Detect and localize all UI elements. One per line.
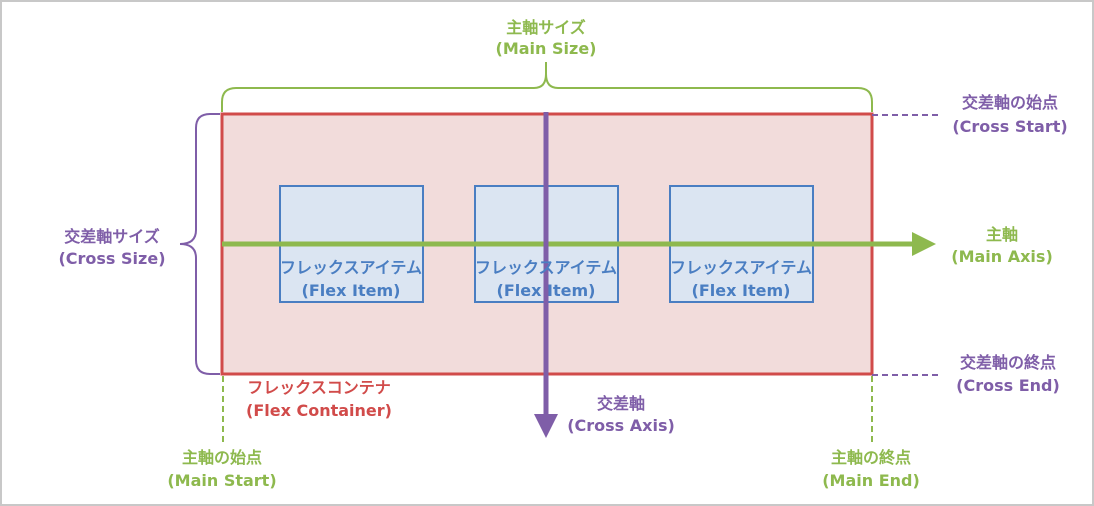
cross-axis-label: 交差軸 [597, 394, 645, 413]
flex-container-label: フレックスコンテナ [247, 378, 391, 397]
cross-start-label-en: (Cross Start) [952, 117, 1067, 136]
main-axis-label-en: (Main Axis) [951, 247, 1053, 266]
cross-axis-arrowhead [534, 414, 558, 438]
cross-start-label: 交差軸の始点 [962, 93, 1058, 112]
cross-axis-label-en: (Cross Axis) [567, 416, 675, 435]
main-end-label: 主軸の終点 [831, 448, 911, 467]
main-size-label-en: (Main Size) [496, 39, 597, 58]
flex-item-label-1: フレックスアイテム [280, 258, 422, 277]
flex-item-label-en-2: (Flex Item) [497, 281, 596, 300]
flex-item-label-en-1: (Flex Item) [302, 281, 401, 300]
flex-item-label-2: フレックスアイテム [475, 258, 617, 277]
main-size-brace [221, 62, 873, 112]
flex-item-label-en-3: (Flex Item) [692, 281, 791, 300]
cross-size-label-en: (Cross Size) [58, 249, 165, 268]
cross-end-label: 交差軸の終点 [960, 353, 1056, 372]
flex-container-label-en: (Flex Container) [246, 401, 392, 420]
cross-size-label: 交差軸サイズ [64, 227, 160, 246]
cross-size-brace [179, 113, 220, 375]
main-axis-label: 主軸 [986, 225, 1018, 244]
main-start-label: 主軸の始点 [182, 448, 262, 467]
main-size-label: 主軸サイズ [506, 18, 586, 37]
main-end-label-en: (Main End) [822, 471, 920, 490]
main-start-label-en: (Main Start) [167, 471, 276, 490]
main-axis-arrowhead [912, 232, 936, 256]
cross-end-label-en: (Cross End) [956, 376, 1060, 395]
flex-item-label-3: フレックスアイテム [670, 258, 812, 277]
